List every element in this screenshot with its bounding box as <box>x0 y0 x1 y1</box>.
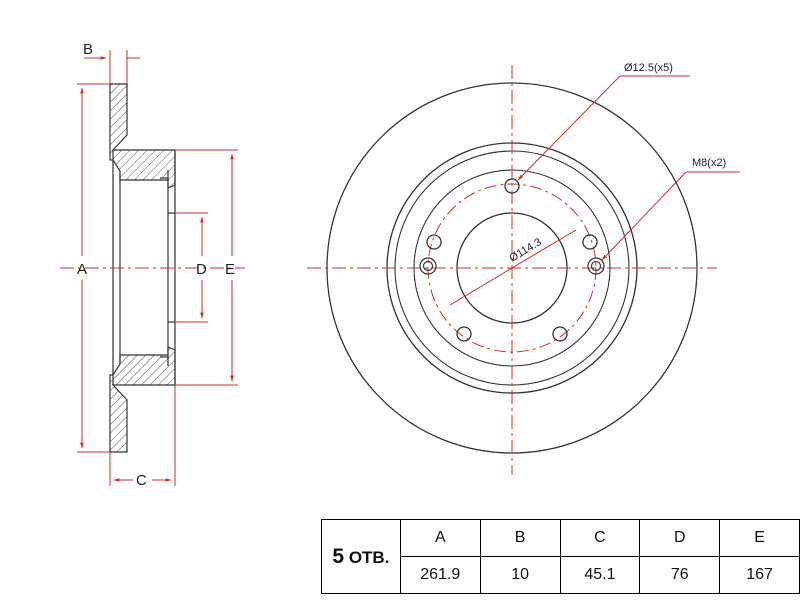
value-c: 45.1 <box>559 556 641 594</box>
dim-e-label: E <box>225 261 235 278</box>
value-b: 10 <box>479 556 561 594</box>
dim-d-label: D <box>196 261 207 278</box>
holes-unit: ОТВ. <box>348 547 390 567</box>
stud-holes <box>426 178 598 342</box>
dim-c-label: C <box>136 472 147 489</box>
dimension-c <box>109 385 176 486</box>
thread-callout: M8(x2) <box>692 157 726 169</box>
header-a: A <box>399 519 481 557</box>
threaded-holes <box>419 257 605 275</box>
stud-hole <box>504 178 520 194</box>
dim-a-label: A <box>77 261 87 278</box>
stud-hole <box>582 234 598 250</box>
dimension-a <box>77 83 110 453</box>
holes-cell: 5 ОТВ. <box>321 519 401 594</box>
dimension-d <box>175 212 208 323</box>
stud-hole <box>426 234 442 250</box>
holes-count: 5 <box>332 544 345 568</box>
header-b: B <box>479 519 561 557</box>
front-view: Ø12.5(x5) M8(x2) Ø114.3 <box>307 62 740 475</box>
hole-callout: Ø12.5(x5) <box>624 62 673 74</box>
side-section-view: A B C D <box>60 41 245 489</box>
value-e: 167 <box>719 556 800 594</box>
header-e: E <box>719 519 800 557</box>
stud-hole <box>456 326 472 342</box>
dimension-b <box>84 50 140 84</box>
value-a: 261.9 <box>399 556 481 594</box>
value-d: 76 <box>639 556 721 594</box>
header-c: C <box>559 519 641 557</box>
spec-value-row: 261.9 10 45.1 76 167 <box>322 556 800 594</box>
callout-leaders <box>449 75 740 306</box>
stud-hole <box>552 326 568 342</box>
dim-b-label: B <box>83 41 93 58</box>
spec-header-row: 5 ОТВ. A B C D E <box>321 519 800 594</box>
header-d: D <box>639 519 721 557</box>
dimension-e <box>175 149 238 386</box>
spec-table: 5 ОТВ. A B C D E 261.9 10 45.1 76 167 <box>321 519 800 594</box>
